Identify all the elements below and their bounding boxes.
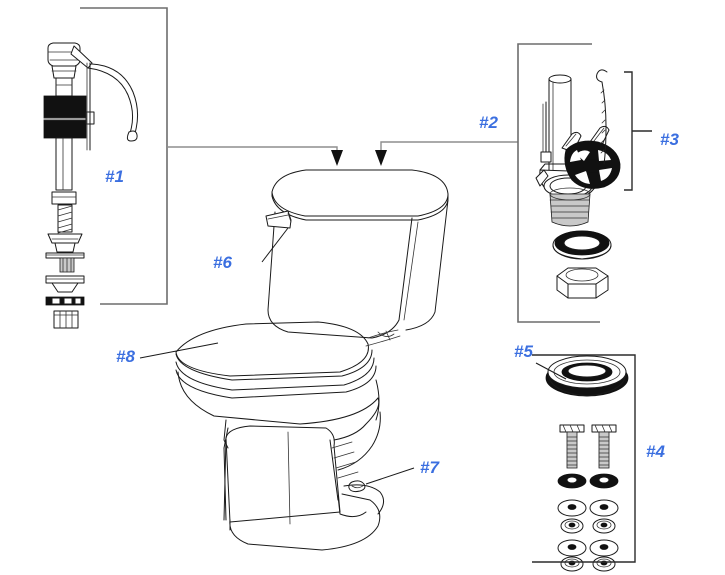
label-4: #4 [646, 442, 665, 461]
bolt-right [591, 424, 617, 469]
rubber-washer-right [589, 473, 619, 489]
metal-washer-right-2 [589, 539, 619, 557]
tank-bolt-hardware-kit [557, 424, 619, 572]
label-7: #7 [420, 458, 440, 477]
seat-leader-line [139, 342, 219, 359]
flapper-with-chain [561, 69, 621, 189]
flush-valve-gasket [552, 230, 612, 260]
toilet-bowl [177, 371, 384, 551]
wax-ring-leader-line [535, 362, 567, 380]
label-3: #3 [660, 130, 679, 149]
flush-valve-locknut [556, 267, 609, 299]
bolt-left [559, 424, 585, 469]
connector-fill-valve-to-tank [167, 146, 343, 166]
toilet-illustration [175, 169, 449, 551]
nut-left-2 [560, 556, 584, 572]
label-1: #1 [105, 167, 124, 186]
flapper-label-bracket [624, 71, 652, 191]
flush-valve-panel-bracket [517, 43, 600, 323]
metal-washer-right-1 [589, 499, 619, 517]
label-8: #8 [116, 347, 135, 366]
toilet-tank [265, 169, 449, 341]
metal-washer-left-2 [557, 539, 587, 557]
flush-valve-assembly-drawing [535, 69, 621, 299]
wax-ring-gasket [545, 355, 629, 397]
rubber-washer-left [557, 473, 587, 489]
label-5: #5 [514, 342, 533, 361]
toilet-seat-lid [175, 321, 401, 399]
nut-right-2 [592, 556, 616, 572]
label-2: #2 [479, 113, 498, 132]
fill-valve-assembly-drawing [43, 42, 139, 329]
connector-flush-valve-to-tank [375, 141, 518, 166]
bolt-cap-leader-line [365, 467, 415, 485]
label-6: #6 [213, 253, 232, 272]
hardware-panel-bracket [532, 354, 636, 563]
nut-right-1 [592, 518, 616, 534]
trip-lever-leader-line [261, 227, 289, 263]
fill-valve-panel-bracket [80, 7, 168, 305]
metal-washer-left-1 [557, 499, 587, 517]
nut-left-1 [560, 518, 584, 534]
